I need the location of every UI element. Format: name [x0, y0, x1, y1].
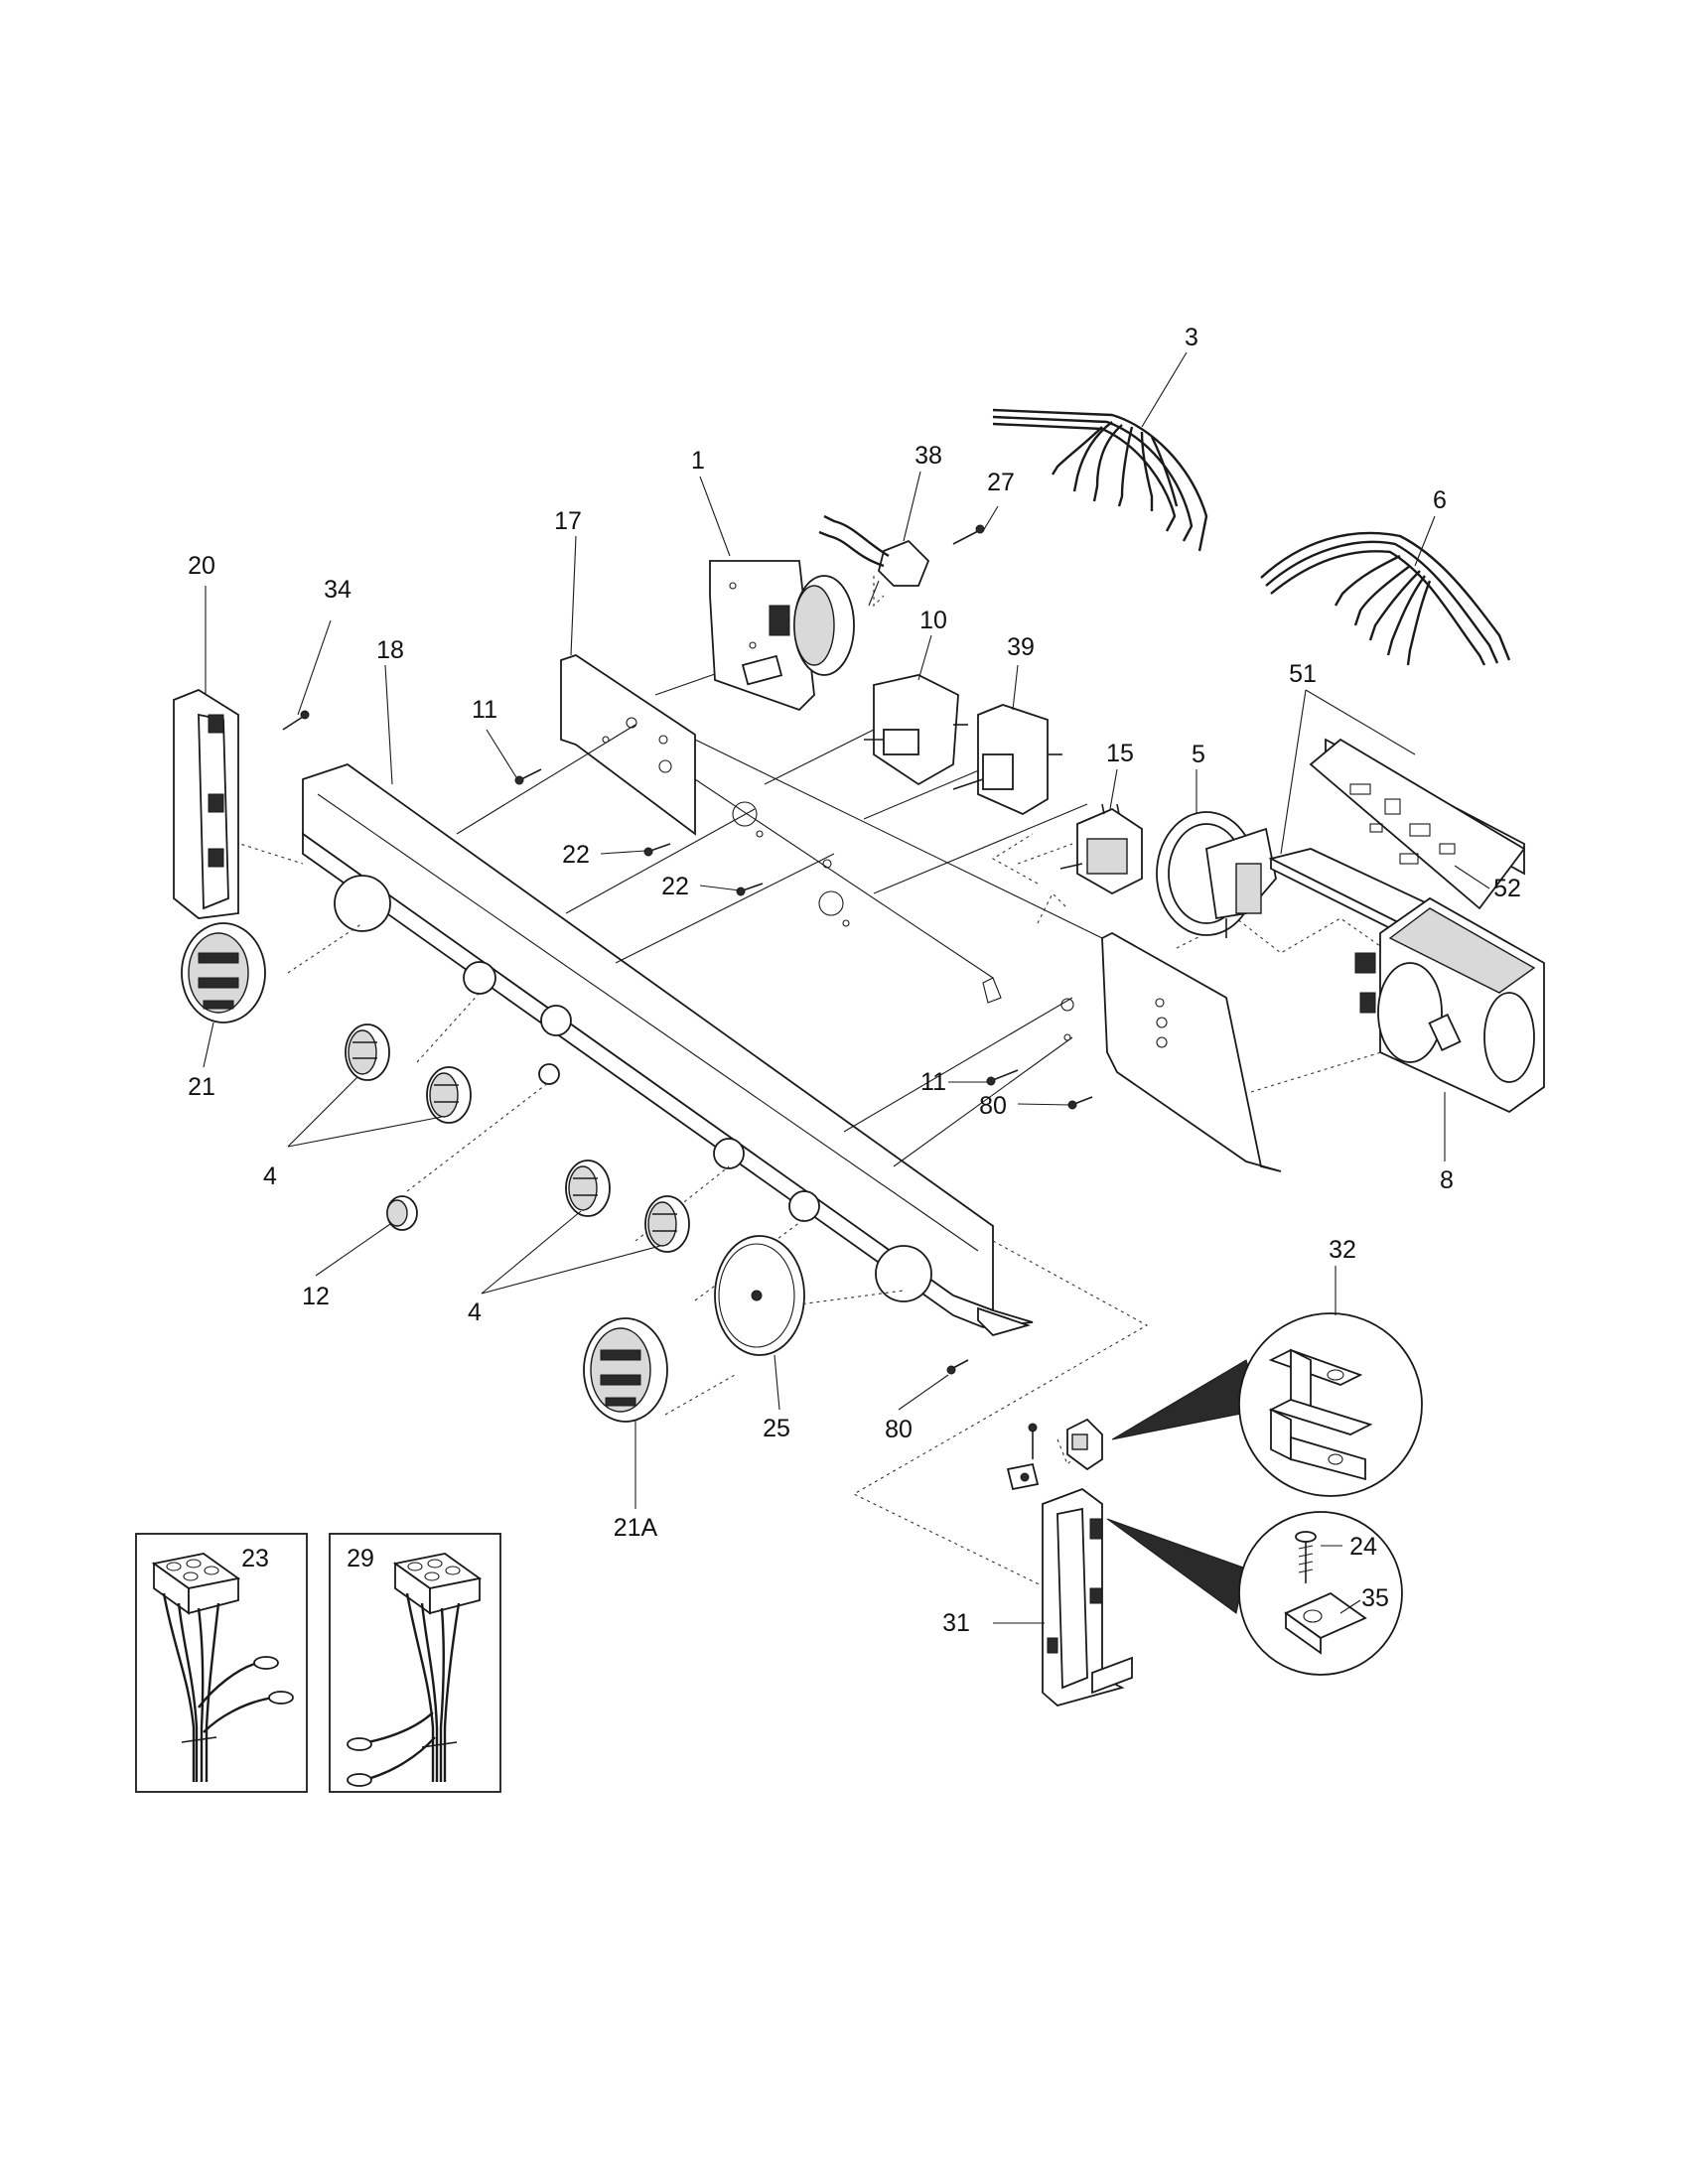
callout-1: 1: [691, 447, 705, 475]
assembly-lines: [208, 576, 1431, 1594]
rear-panel: [560, 654, 1282, 1172]
callout-80-upper: 80: [979, 1092, 1007, 1120]
callout-4-left: 4: [263, 1162, 277, 1190]
clip-and-screw: [1006, 1418, 1103, 1491]
callout-29: 29: [347, 1545, 374, 1572]
callout-17: 17: [554, 507, 582, 535]
pressure-switch: [1156, 811, 1277, 938]
callout-5: 5: [1192, 741, 1205, 768]
callout-11-upper: 11: [472, 696, 497, 724]
callout-15: 15: [1106, 740, 1134, 767]
callout-18: 18: [376, 636, 404, 664]
callout-39: 39: [1007, 633, 1035, 661]
relay: [818, 514, 985, 607]
callout-38: 38: [914, 442, 942, 470]
callout-3: 3: [1185, 324, 1198, 351]
callout-80-lower: 80: [885, 1416, 913, 1443]
callout-21A: 21A: [614, 1514, 658, 1542]
callout-22-upper: 22: [562, 841, 590, 869]
callout-25: 25: [763, 1415, 790, 1442]
callout-27: 27: [987, 469, 1015, 496]
callout-24: 24: [1349, 1533, 1377, 1561]
inset-harness-23: [135, 1533, 308, 1793]
callout-labels: 1 3 4 4 5 6 8 10 11 11 12 15 17 18 20 21…: [188, 324, 1521, 1637]
callout-52: 52: [1493, 875, 1521, 902]
callout-35: 35: [1361, 1584, 1389, 1612]
callout-12: 12: [302, 1283, 330, 1310]
control-board: [1268, 738, 1526, 950]
callout-32: 32: [1329, 1236, 1356, 1264]
screws: [514, 768, 1093, 1375]
rotary-switch: [1059, 803, 1143, 895]
wiring-harness-lower: [1260, 531, 1511, 666]
right-end-cap: [1042, 1487, 1133, 1706]
console-panel: [302, 763, 1034, 1337]
switch: [864, 674, 968, 786]
callout-51: 51: [1289, 660, 1317, 688]
detail-bubble-upper: [1111, 1312, 1423, 1497]
small-knobs: [345, 1024, 690, 1253]
callout-4-right: 4: [468, 1298, 482, 1326]
left-end-cap: [173, 688, 310, 919]
callout-31: 31: [942, 1609, 970, 1637]
timer: [709, 560, 855, 712]
callout-10: 10: [919, 607, 947, 634]
inset-harness-29: [329, 1533, 501, 1793]
callout-21: 21: [188, 1073, 215, 1101]
selector-switch: [952, 704, 1062, 816]
callout-23: 23: [241, 1545, 269, 1572]
detail-bubble-lower: [1106, 1511, 1403, 1676]
callout-11-lower: 11: [920, 1068, 946, 1096]
callout-8: 8: [1440, 1166, 1454, 1194]
leader-lines: [203, 351, 1490, 1624]
callout-20: 20: [188, 552, 215, 580]
callout-34: 34: [324, 576, 352, 604]
large-knob-right: [583, 1317, 668, 1423]
callout-6: 6: [1433, 486, 1447, 514]
motor-control-unit: [1354, 896, 1545, 1114]
indicator-lens: [386, 1195, 418, 1231]
dial-plate: [714, 1235, 805, 1356]
callout-22-lower: 22: [661, 873, 689, 900]
large-knob-left: [181, 922, 266, 1024]
wiring-harness-upper: [992, 408, 1208, 552]
